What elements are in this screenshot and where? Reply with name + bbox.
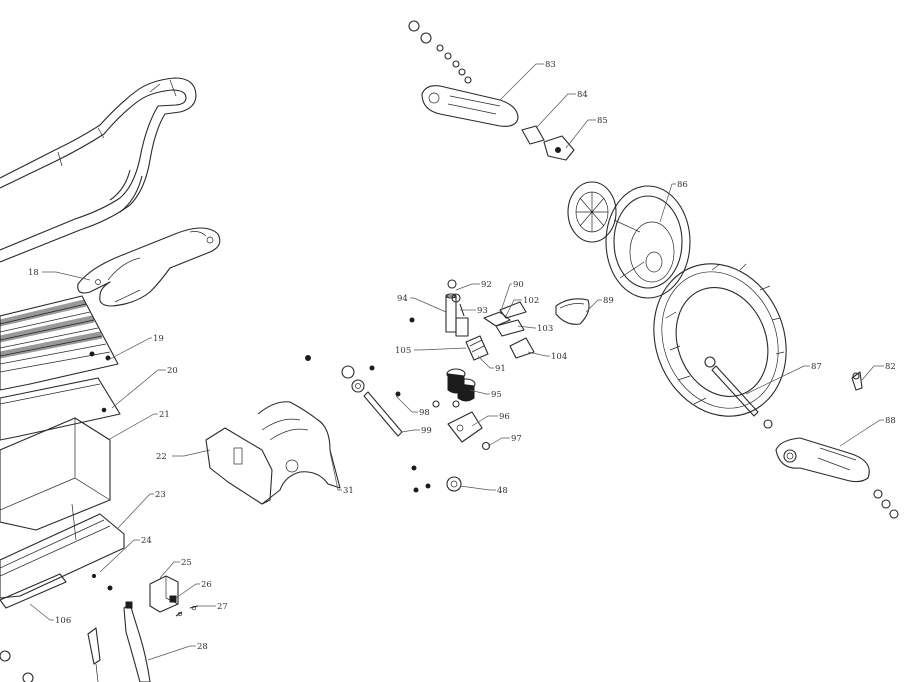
callout-labels: 83 84 85 86 90 92 93 94 102 89 103 105 1… [28, 60, 896, 652]
callout-97: 97 [511, 434, 522, 444]
callout-48: 48 [497, 486, 508, 496]
callout-91: 91 [495, 364, 506, 374]
spring-parts-95 [446, 368, 476, 402]
callout-86: 86 [677, 180, 688, 190]
callout-89: 89 [603, 296, 614, 306]
deck-frame-part-23 [0, 503, 125, 599]
linkage-parts-90-102-103 [483, 301, 535, 359]
callout-26: 26 [201, 580, 212, 590]
callout-85: 85 [597, 116, 608, 126]
callout-19: 19 [153, 334, 164, 344]
callout-84: 84 [577, 90, 588, 100]
brake-disc-part-86 [567, 181, 617, 243]
callout-28: 28 [197, 642, 208, 652]
bearing-part-48 [411, 465, 462, 493]
leader-lines [29, 63, 884, 661]
battery-box-part-21 [0, 417, 111, 531]
callout-22: 22 [156, 452, 167, 462]
callout-87: 87 [811, 362, 822, 372]
deck-plate-part-20 [0, 377, 121, 441]
callout-98: 98 [419, 408, 430, 418]
controller-part-25-26 [149, 575, 199, 617]
callout-82: 82 [885, 362, 896, 372]
callout-90: 90 [513, 280, 524, 290]
callout-20: 20 [167, 366, 178, 376]
handlebar-assembly [0, 77, 197, 263]
callout-23: 23 [155, 490, 166, 500]
axle-part-87 [711, 365, 773, 429]
callout-95: 95 [491, 390, 502, 400]
callout-83: 83 [545, 60, 556, 70]
callout-18: 18 [28, 268, 39, 278]
callout-24: 24 [141, 536, 152, 546]
cover-part-89 [555, 298, 590, 325]
frame-rail-part-106 [0, 573, 113, 609]
callout-92: 92 [481, 280, 492, 290]
cable-part-28 [0, 601, 151, 682]
folding-clamp-part-22 [205, 401, 341, 505]
hub-motor-part-86 [605, 185, 691, 299]
callout-102: 102 [523, 296, 539, 306]
callout-25: 25 [181, 558, 192, 568]
deck-grip-part-19 [0, 295, 119, 391]
callout-93: 93 [477, 306, 488, 316]
callout-96: 96 [499, 412, 510, 422]
fork-arm-part-88 [775, 437, 899, 519]
bracket-part-96-97 [432, 400, 491, 451]
callout-31: 31 [343, 486, 354, 496]
callout-88: 88 [885, 416, 896, 426]
brake-parts-84-85 [521, 125, 575, 161]
callout-104: 104 [551, 352, 567, 362]
swing-arm-part-83 [421, 85, 519, 127]
callout-103: 103 [537, 324, 553, 334]
brake-hardware-top [408, 20, 472, 84]
callout-21: 21 [159, 410, 170, 420]
pivot-hardware [305, 355, 403, 437]
tire-part-87 [653, 263, 787, 417]
callout-27: 27 [217, 602, 228, 612]
callout-99: 99 [421, 426, 432, 436]
fender-part-18 [77, 227, 221, 307]
callout-106: 106 [55, 616, 71, 626]
callout-105: 105 [395, 346, 411, 356]
bolt-part-82 [851, 371, 863, 391]
callout-94: 94 [397, 294, 408, 304]
